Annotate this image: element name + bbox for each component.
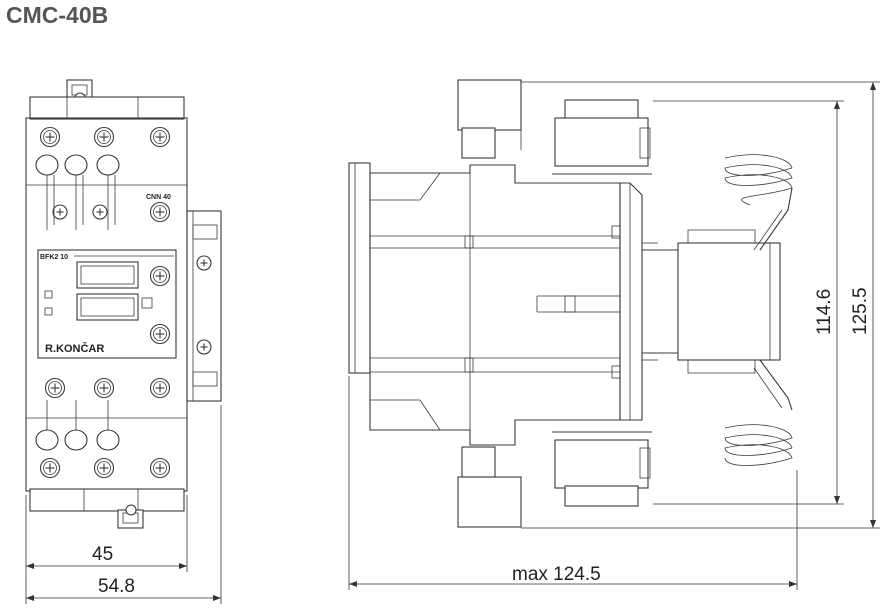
bottom-lower-block (29, 488, 185, 512)
side-accessory (186, 210, 222, 402)
front-cover (619, 182, 643, 421)
side-view: max 124.5 114.6 125.5 (348, 79, 880, 590)
lower-pole-screws (44, 377, 171, 399)
dim-114-6-label: 114.6 (814, 289, 835, 335)
top-upper-block (29, 96, 185, 120)
side-main-body (369, 164, 621, 446)
diagram-title: CMC-40B (6, 2, 109, 28)
top-wire-rings (35, 154, 120, 230)
top-terminal-cover (457, 79, 522, 159)
aux-label: BFK2 10 (40, 254, 68, 261)
bottom-terminal-screws (39, 457, 171, 479)
module-label: CNN 40 (146, 194, 171, 201)
coil-module (642, 229, 781, 374)
bottom-terminal-cover (457, 446, 522, 528)
top-terminal-screws (39, 126, 171, 148)
front-body (25, 117, 188, 492)
dim-45: 45 (25, 495, 188, 572)
bottom-wire-rings (35, 400, 120, 451)
upper-pole-screws (52, 201, 171, 223)
dim-54-8-label: 54.8 (98, 576, 135, 597)
top-aux-block (552, 99, 652, 175)
coiled-lead-top (724, 154, 793, 251)
din-rail (348, 162, 371, 374)
dim-125-5: 125.5 (521, 81, 880, 529)
dim-45-label: 45 (92, 544, 113, 565)
dim-114-6: 114.6 (653, 100, 844, 505)
dim-max-label: max 124.5 (512, 564, 601, 585)
brand-label: R.KONČAR (45, 342, 104, 355)
dim-max-124-5: max 124.5 (348, 376, 798, 590)
bottom-aux-block (552, 431, 652, 507)
dim-54-8: 54.8 (25, 405, 222, 604)
front-view: CNN 40 BFK2 10 R.KONČAR (25, 79, 222, 604)
dim-125-5-label: 125.5 (850, 287, 871, 335)
bottom-din-clip (117, 504, 144, 529)
aux-contact-block: BFK2 10 R.KONČAR (37, 249, 177, 359)
coiled-lead-bottom (724, 359, 793, 466)
